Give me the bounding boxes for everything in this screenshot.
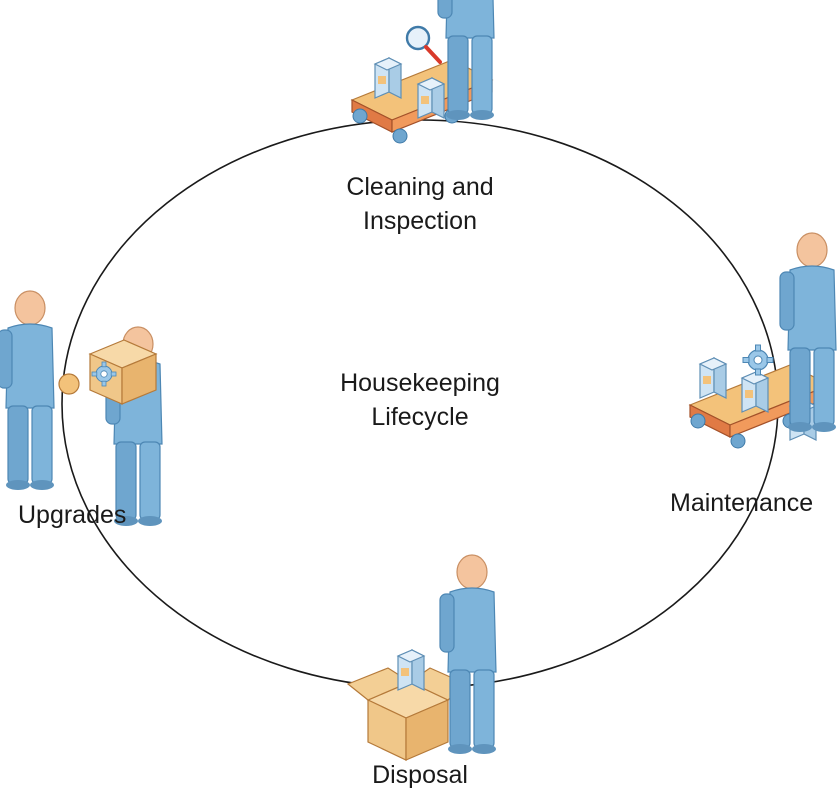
inspection-conveyor-icon <box>351 0 495 144</box>
stage-label-upgrades-line-1: Upgrades <box>18 501 127 529</box>
stage-label-maintenance-line-1: Maintenance <box>670 489 814 517</box>
upgrade-exchange-icon <box>0 290 163 527</box>
stage-label-cleaning-and-inspection: Cleaning and Inspection <box>320 170 520 238</box>
stage-label-disposal-line-1: Disposal <box>372 761 468 789</box>
center-label-line-2: Lifecycle <box>371 403 469 431</box>
stage-label-cleaning-line-1: Cleaning and <box>346 173 494 201</box>
stage-label-cleaning-line-2: Inspection <box>363 207 477 235</box>
disposal-box-icon <box>346 554 497 761</box>
stage-label-upgrades: Upgrades <box>18 498 158 532</box>
center-label: Housekeeping Lifecycle <box>320 366 520 434</box>
center-label-line-1: Housekeeping <box>340 369 500 397</box>
stage-label-maintenance: Maintenance <box>670 486 840 520</box>
stage-label-disposal: Disposal <box>340 758 500 792</box>
maintenance-conveyor-icon <box>689 232 837 449</box>
